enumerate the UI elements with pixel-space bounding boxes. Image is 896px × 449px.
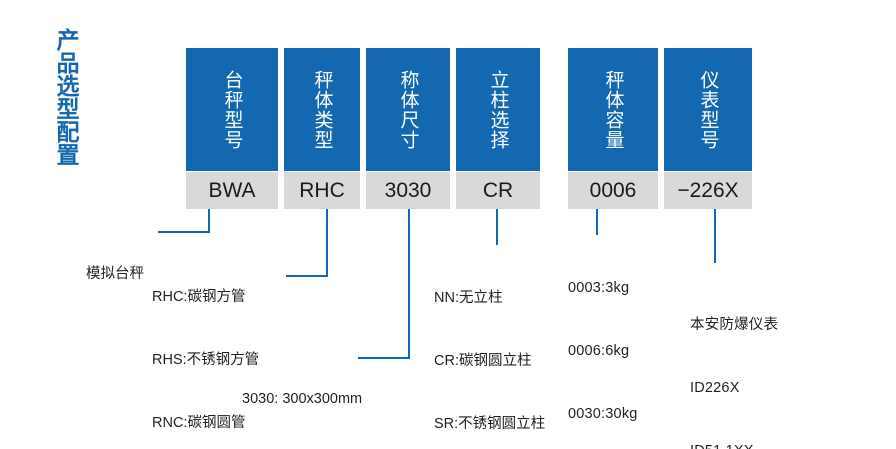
connector-model-horizontal — [158, 231, 210, 233]
connector-size-vertical — [408, 209, 410, 359]
connector-model-vertical — [208, 209, 210, 233]
annotation-instrument-line-2: ID226X — [690, 380, 740, 396]
value-box-instrument: −226X — [664, 172, 752, 209]
annotation-size: 3030: 300x300mm 4040: 400x400mm — [242, 347, 362, 449]
value-box-size: 3030 — [366, 172, 450, 209]
header-label-body-type: 秤体类型 — [311, 69, 333, 150]
header-box-model: 台秤型号 — [186, 48, 278, 171]
connector-body-type-vertical — [326, 209, 328, 277]
annotation-instrument: 本安防爆仪表 ID226X ID51 1XX Exd ID511 — [690, 273, 778, 449]
annotation-column-option-line-2: CR:碳钢圆立柱 — [434, 353, 532, 369]
header-box-size: 称体尺寸 — [366, 48, 450, 171]
annotation-body-type: RHC:碳钢方管 RHS:不锈钢方管 RNC:碳钢圆管 RNS:不锈钢圆管 — [152, 245, 259, 449]
annotation-column-option-line-3: SR:不锈钢圆立柱 — [434, 416, 546, 432]
connector-instrument-vertical — [714, 209, 716, 263]
annotation-column-option: NN:无立柱 CR:碳钢圆立柱 SR:不锈钢圆立柱 CQ:碳钢方立柱 SQ:不锈… — [434, 246, 546, 449]
annotation-model: 模拟台秤 — [86, 222, 144, 327]
annotation-body-type-line-2: RHS:不锈钢方管 — [152, 352, 260, 368]
header-box-body-type: 秤体类型 — [284, 48, 360, 171]
value-box-column-option: CR — [456, 172, 540, 209]
header-label-capacity: 秤体容量 — [602, 69, 624, 150]
value-box-model: BWA — [186, 172, 278, 209]
header-box-column-option: 立柱选择 — [456, 48, 540, 171]
header-label-instrument: 仪表型号 — [697, 69, 719, 150]
header-label-column-option: 立柱选择 — [487, 69, 509, 150]
annotation-capacity: 0003:3kg 0006:6kg 0030:30kg 0060:60kg 03… — [568, 236, 646, 449]
annotation-capacity-line-2: 0006:6kg — [568, 343, 630, 359]
annotation-model-line: 模拟台秤 — [86, 266, 144, 282]
header-box-instrument: 仪表型号 — [664, 48, 752, 171]
page-title: 产品选型配置 — [53, 28, 79, 166]
annotation-size-line-1: 3030: 300x300mm — [242, 391, 363, 407]
annotation-capacity-line-1: 0003:3kg — [568, 280, 630, 296]
annotation-body-type-line-3: RNC:碳钢圆管 — [152, 415, 246, 431]
header-label-model: 台秤型号 — [221, 69, 243, 150]
connector-size-horizontal — [358, 357, 410, 359]
connector-column-option-vertical — [496, 209, 498, 245]
annotation-column-option-line-1: NN:无立柱 — [434, 290, 503, 306]
header-box-capacity: 秤体容量 — [568, 48, 658, 171]
annotation-instrument-line-1: 本安防爆仪表 — [690, 317, 779, 333]
connector-capacity-vertical — [596, 209, 598, 235]
annotation-instrument-line-3: ID51 1XX — [690, 441, 778, 449]
header-label-size: 称体尺寸 — [397, 69, 419, 150]
value-box-capacity: 0006 — [568, 172, 658, 209]
value-box-body-type: RHC — [284, 172, 360, 209]
annotation-capacity-line-3: 0030:30kg — [568, 406, 638, 422]
annotation-body-type-line-1: RHC:碳钢方管 — [152, 289, 246, 305]
connector-body-type-horizontal — [286, 275, 328, 277]
